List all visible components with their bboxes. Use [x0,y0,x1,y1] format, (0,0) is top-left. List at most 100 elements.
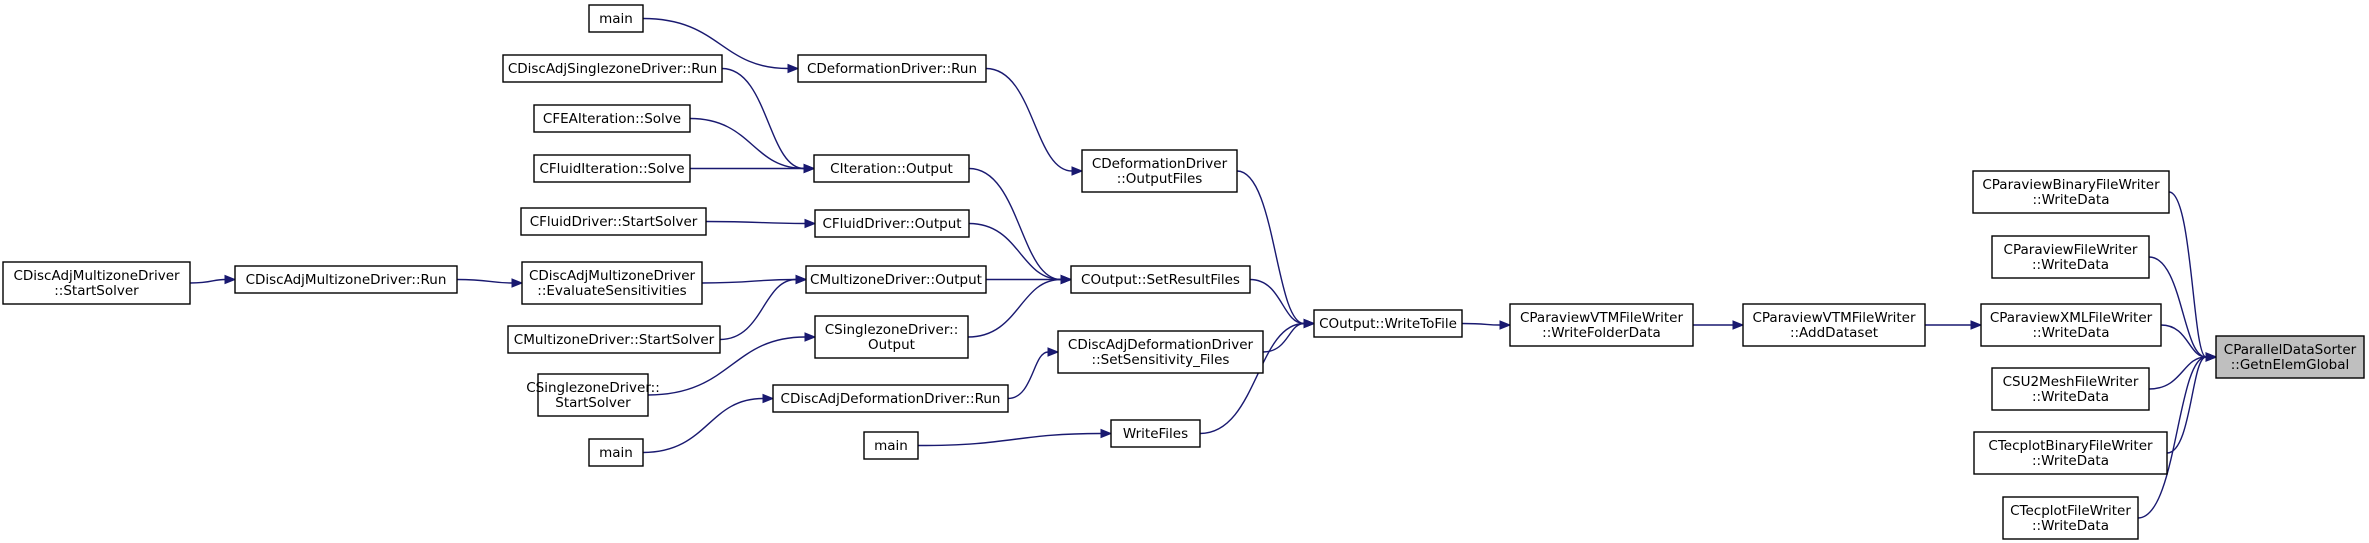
node-box [772,384,1009,413]
node-fluiditer-solve[interactable]: CFluidIteration::Solve [533,154,691,183]
edge-line [189,278,226,284]
node-main-c[interactable]: main [863,431,919,460]
node-label: COutput::WriteToFile [1319,316,1457,332]
node-setresultfiles[interactable]: COutput::SetResultFiles [1070,265,1251,294]
node-discadj-single-run[interactable]: CDiscAdjSinglezoneDriver::Run [502,54,723,83]
node-box [797,54,987,83]
node-label: ::WriteData [2032,389,2109,405]
node-discadj-deform-setsens[interactable]: CDiscAdjDeformationDriver::SetSensitivit… [1057,330,1264,374]
node-tecplot-binary[interactable]: CTecplotBinaryFileWriter::WriteData [1973,431,2168,475]
node-pv-xml[interactable]: CParaviewXMLFileWriter::WriteData [1980,303,2162,347]
edge-deform-outputfiles-to-writetofile [1236,170,1316,329]
edge-tecplot-file-to-target [2137,352,2218,519]
node-main-b[interactable]: main [588,438,644,467]
node-label: CMultizoneDriver::StartSolver [514,332,715,348]
node-box [1972,170,2170,214]
node-box [588,438,644,467]
node-label: ::AddDataset [1790,325,1878,341]
node-pv-binary[interactable]: CParaviewBinaryFileWriter::WriteData [1972,170,2170,214]
node-fea-solve[interactable]: CFEAIteration::Solve [533,104,691,133]
node-label: StartSolver [555,395,631,411]
edge-arrowhead [1732,320,1745,330]
node-label: CParaviewBinaryFileWriter [1982,177,2160,193]
node-discadj-deform-run[interactable]: CDiscAdjDeformationDriver::Run [772,384,1009,413]
edge-arrowhead [1499,320,1512,330]
node-singlezone-start[interactable]: CSinglezoneDriver::StartSolver [526,373,660,417]
node-box [863,431,919,460]
node-deform-outputfiles[interactable]: CDeformationDriver::OutputFiles [1081,149,1238,193]
edge-line [968,222,1062,281]
edge-arrowhead [511,278,524,288]
edge-line [701,278,797,284]
edge-arrowhead [1970,320,1983,330]
node-box [533,154,691,183]
node-label: ::GetnElemGlobal [2231,357,2350,373]
node-box [1980,303,2162,347]
node-vtm-writefolder[interactable]: CParaviewVTMFileWriter::WriteFolderData [1509,303,1694,347]
edge-discadj-deform-run-to-discadj-deform-setsens [1007,347,1060,400]
node-box [1110,419,1201,448]
edge-writetofile-to-vtm-writefolder [1461,320,1512,330]
edge-arrowhead [804,218,817,229]
node-label: CDiscAdjDeformationDriver [1068,337,1254,353]
node-main-a[interactable]: main [588,4,644,33]
node-label: CSinglezoneDriver:: [825,322,959,338]
edge-arrowhead [1100,428,1113,439]
node-box [521,261,703,305]
node-box [2,261,191,305]
node-label: COutput::SetResultFiles [1081,272,1240,288]
edge-line [1249,278,1305,325]
edge-line [1199,322,1305,435]
edge-fluiddriver-start-to-fluiddriver-output [705,218,817,229]
node-multizone-start[interactable]: CMultizoneDriver::StartSolver [507,325,721,354]
edge-arrowhead [224,274,237,285]
node-box [533,104,691,133]
node-label: ::WriteData [2032,453,2109,469]
edge-singlezone-start-to-singlezone-output [647,332,817,396]
node-label: CFluidIteration::Solve [539,161,684,177]
edge-line [985,67,1073,172]
node-singlezone-output[interactable]: CSinglezoneDriver::Output [814,315,969,359]
node-box [2002,496,2139,540]
node-label: CDeformationDriver [1092,156,1228,172]
edge-line [721,67,805,170]
node-fluiddriver-start[interactable]: CFluidDriver::StartSolver [520,207,707,236]
node-label: ::EvaluateSensitivities [537,283,686,299]
node-discadj-multi-run[interactable]: CDiscAdjMultizoneDriver::Run [234,265,458,294]
edge-main-a-to-deform-run [642,17,800,74]
node-box [588,4,644,33]
edge-arrowhead [762,393,775,404]
node-pv-file[interactable]: CParaviewFileWriter::WriteData [1991,235,2150,279]
node-label: CDiscAdjSinglezoneDriver::Run [508,61,717,77]
node-writetofile[interactable]: COutput::WriteToFile [1313,309,1463,338]
node-writefiles[interactable]: WriteFiles [1110,419,1201,448]
node-tecplot-file[interactable]: CTecplotFileWriter::WriteData [2002,496,2139,540]
node-label: CFluidDriver::StartSolver [530,214,698,230]
node-su2mesh[interactable]: CSU2MeshFileWriter::WriteData [1991,367,2150,411]
edge-line [917,432,1102,447]
node-label: main [874,438,908,454]
edge-line [968,167,1062,281]
edge-vtm-writefolder-to-vtm-adddataset [1692,320,1745,330]
node-label: ::WriteData [2032,257,2109,273]
node-fluiddriver-output[interactable]: CFluidDriver::Output [814,209,970,238]
node-vtm-adddataset[interactable]: CParaviewVTMFileWriter::AddDataset [1742,303,1926,347]
edge-writefiles-to-writetofile [1199,318,1316,435]
node-multizone-output[interactable]: CMultizoneDriver::Output [805,265,987,294]
node-iteration-output[interactable]: CIteration::Output [813,154,970,183]
node-box [1991,367,2150,411]
node-discadj-multi-eval[interactable]: CDiscAdjMultizoneDriver::EvaluateSensiti… [521,261,703,305]
node-deform-run[interactable]: CDeformationDriver::Run [797,54,987,83]
node-box [537,373,649,417]
node-label: CDiscAdjMultizoneDriver::Run [246,272,447,288]
edge-line [2148,356,2207,390]
node-discadj-multi-start[interactable]: CDiscAdjMultizoneDriver::StartSolver [2,261,191,305]
edge-line [689,117,805,170]
node-label: CDiscAdjMultizoneDriver [13,268,180,284]
node-label: ::WriteFolderData [1542,325,1661,341]
node-label: main [599,445,633,461]
node-label: main [599,11,633,27]
node-label: CTecplotFileWriter [2010,503,2131,519]
node-target[interactable]: CParallelDataSorter::GetnElemGlobal [2215,335,2365,379]
